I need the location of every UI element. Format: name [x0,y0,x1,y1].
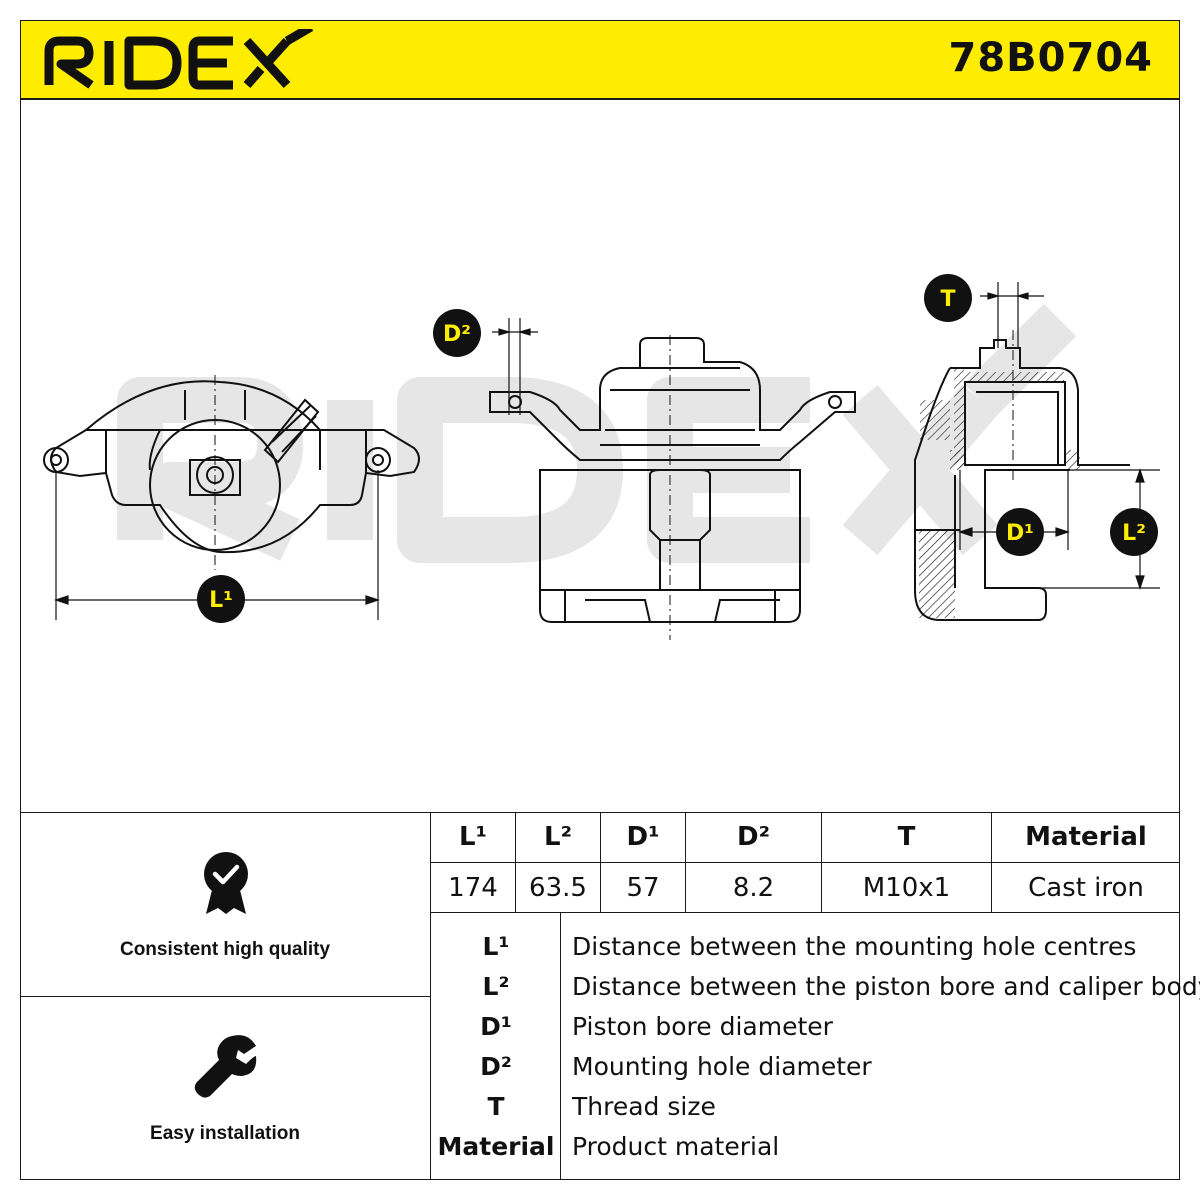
technical-drawing: L¹ D² T D¹ L² [20,100,1180,812]
legend-col-divider [560,912,561,1180]
svg-text:L²: L² [1122,521,1146,546]
spec-col-divider [685,812,686,912]
badge-d2: D² [433,309,481,357]
legend-description: Piston bore diameter [572,1012,833,1041]
spec-col-divider [821,812,822,912]
spec-value-l1: 174 [448,872,498,903]
spec-value-d1: 57 [626,872,660,903]
wrench-icon [192,1032,260,1105]
spec-header-d1: D¹ [626,822,660,852]
spec-header-d2: D² [737,822,770,852]
feature-installation-label: Easy installation [150,1123,300,1144]
badge-l2: L² [1110,508,1158,556]
legend-code: L² [482,972,510,1001]
part-number: 78B0704 [948,35,1153,81]
d1-dimension-line [958,470,1070,550]
legend-description: Mounting hole diameter [572,1052,872,1081]
badge-d1: D¹ [996,508,1044,556]
spec-value-l2: 63.5 [529,872,587,903]
d2-dimension-line [492,318,538,415]
spec-header-l1: L¹ [459,822,487,852]
t-dimension-line [980,282,1044,348]
spec-col-divider [991,812,992,912]
ridex-logo [43,23,314,96]
legend-code: D¹ [480,1012,512,1041]
legend-code: D² [480,1052,512,1081]
svg-text:D¹: D¹ [1006,521,1034,546]
legend-description: Distance between the mounting hole centr… [572,932,1137,961]
spec-value-d2: 8.2 [732,872,775,903]
legend-description: Product material [572,1132,780,1161]
spec-table-bottom [430,912,1180,913]
header-bar: 78B0704 [20,20,1180,100]
ridex-logo-graphic [44,23,314,90]
spec-header-t: T [897,822,916,852]
quality-badge-icon [198,850,254,921]
spec-header-divider [430,862,1180,863]
legend-code: Material [437,1132,555,1161]
spec-col-divider [600,812,601,912]
feature-separator [20,996,430,997]
spec-value-material: Cast iron [1028,872,1144,903]
svg-text:T: T [940,287,955,312]
caliper-section-view [914,339,1130,621]
spec-col-divider [515,812,516,912]
l2-dimension-line [1040,468,1160,590]
legend-code: L¹ [482,932,510,961]
features-divider [430,812,431,1180]
svg-text:L¹: L¹ [209,588,233,613]
spec-header-l2: L² [544,822,572,852]
badge-t: T [924,274,972,322]
caliper-drawing-svg: L¹ D² T D¹ L² [43,274,1160,640]
spec-value-t: M10x1 [862,872,951,903]
legend-description: Distance between the piston bore and cal… [572,972,1200,1001]
legend-description: Thread size [572,1092,716,1121]
spec-header-material: Material [1025,822,1147,852]
outer-frame [20,20,1180,1180]
legend-code: T [487,1092,505,1121]
svg-text:D²: D² [443,322,471,347]
feature-quality-label: Consistent high quality [119,939,331,960]
badge-l1: L¹ [197,575,245,623]
